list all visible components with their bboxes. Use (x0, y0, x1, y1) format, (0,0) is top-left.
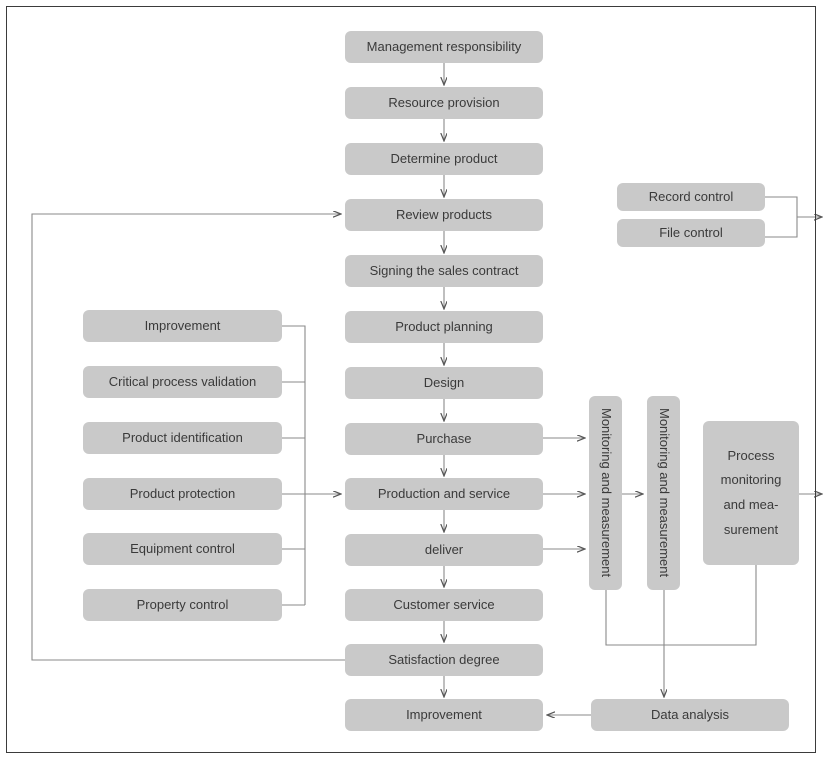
node-determine-product[interactable]: Determine product (345, 143, 543, 175)
node-signing-the-sales-contract[interactable]: Signing the sales contract (345, 255, 543, 287)
node-purchase[interactable]: Purchase (345, 423, 543, 455)
node-improvement-final[interactable]: Improvement (345, 699, 543, 731)
node-resource-provision[interactable]: Resource provision (345, 87, 543, 119)
node-deliver[interactable]: deliver (345, 534, 543, 566)
node-management-responsibility[interactable]: Management responsibility (345, 31, 543, 63)
node-property-control[interactable]: Property control (83, 589, 282, 621)
process-monitoring-line-4: surement (723, 521, 779, 537)
node-satisfaction-degree[interactable]: Satisfaction degree (345, 644, 543, 676)
process-monitoring-line-3: and mea- (723, 497, 779, 512)
edge-bottom-bracket (605, 565, 757, 646)
node-product-identification[interactable]: Product identification (83, 422, 282, 454)
node-monitoring-and-measurement-1[interactable]: Monitoring and measurement (589, 396, 622, 590)
process-monitoring-line-1: Process (727, 447, 775, 463)
node-review-products[interactable]: Review products (345, 199, 543, 231)
node-production-and-service[interactable]: Production and service (345, 478, 543, 510)
edge-feedback-satisfaction-to-review (31, 214, 345, 661)
node-equipment-control[interactable]: Equipment control (83, 533, 282, 565)
node-monitoring-and-measurement-2[interactable]: Monitoring and measurement (647, 396, 680, 590)
node-critical-process-validation[interactable]: Critical process validation (83, 366, 282, 398)
node-improvement-support[interactable]: Improvement (83, 310, 282, 342)
node-product-planning[interactable]: Product planning (345, 311, 543, 343)
node-record-control[interactable]: Record control (617, 183, 765, 211)
node-customer-service[interactable]: Customer service (345, 589, 543, 621)
node-product-protection[interactable]: Product protection (83, 478, 282, 510)
node-process-monitoring-and-measurement[interactable]: Process monitoring and mea- surement (703, 421, 799, 565)
process-monitoring-line-2: monitoring (720, 472, 782, 488)
edge-support-improvement-to-bus (282, 325, 306, 605)
node-data-analysis[interactable]: Data analysis (591, 699, 789, 731)
node-design[interactable]: Design (345, 367, 543, 399)
edge-document-control-bracket (765, 196, 798, 238)
node-file-control[interactable]: File control (617, 219, 765, 247)
